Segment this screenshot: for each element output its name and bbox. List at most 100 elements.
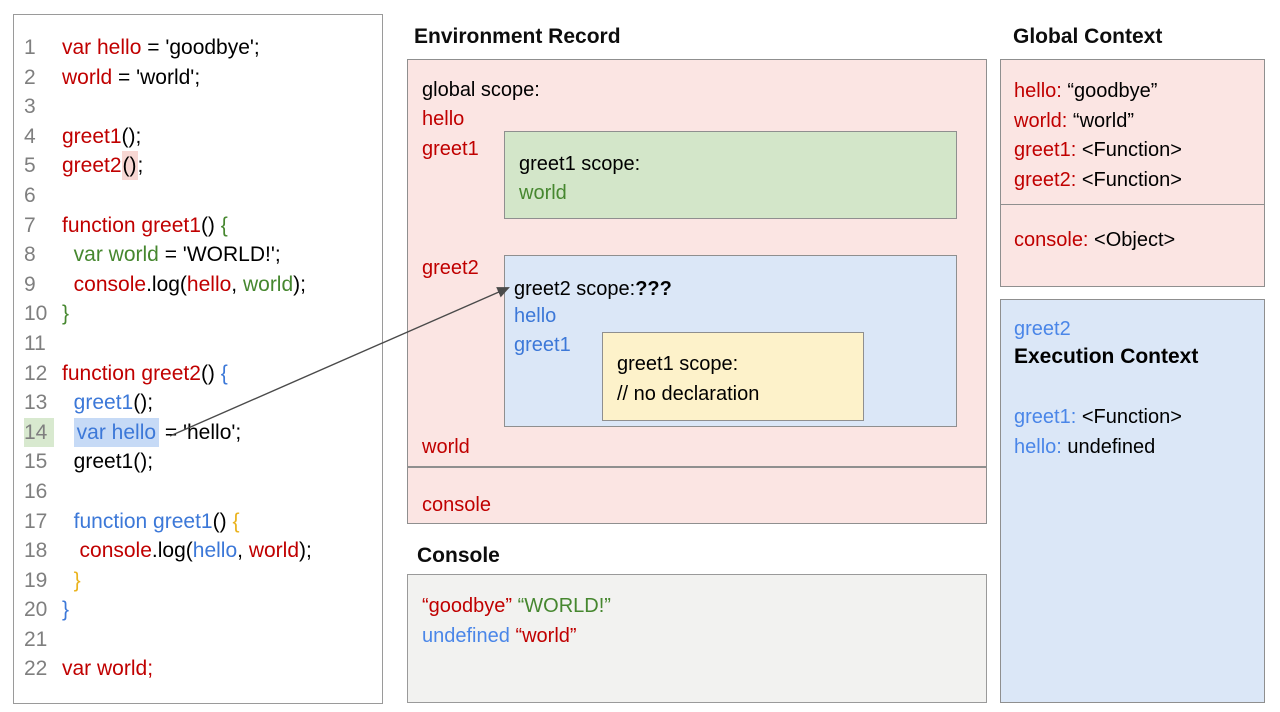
text-segment: world <box>242 272 294 296</box>
code-text: } <box>62 302 69 325</box>
text-segment: <Function> <box>1076 168 1182 191</box>
code-text: function greet1() { <box>62 214 228 237</box>
text-segment: } <box>62 598 70 622</box>
global-context-entry: hello: “goodbye” <box>1014 77 1264 107</box>
execution-context-entry: hello: undefined <box>1014 433 1182 463</box>
line-number: 13 <box>24 391 48 415</box>
text-segment: world <box>248 539 299 563</box>
execution-context-box: greet2 Execution Context greet1: <Functi… <box>1000 299 1265 703</box>
code-text: var world = 'WORLD!'; <box>62 243 281 266</box>
text-segment: = 'WORLD!'; <box>158 243 281 267</box>
greet2-scope-label: greet2 scope:??? <box>514 278 672 301</box>
env-var-greet2: greet2 <box>422 257 479 279</box>
line-number: 15 <box>24 450 48 474</box>
line-number: 16 <box>24 479 48 503</box>
text-segment: undefined <box>422 625 510 647</box>
text-segment <box>62 510 74 533</box>
greet2-scope-unknown: ??? <box>635 278 672 300</box>
code-text: console.log(hello, world); <box>62 539 312 562</box>
env-var-greet1: greet1 <box>422 138 479 160</box>
text-segment: .log( <box>151 539 193 563</box>
code-line: 19 } <box>24 566 382 596</box>
execution-context-fn-name: greet2 <box>1014 318 1071 340</box>
text-segment: “world” <box>515 625 577 647</box>
code-line: 17 function greet1() { <box>24 507 382 537</box>
text-segment: world <box>62 65 113 89</box>
inner-greet1-scope-box: greet1 scope: // no declaration <box>602 332 864 421</box>
text-segment: world: <box>1014 109 1068 132</box>
global-context-title: Global Context <box>1013 25 1163 48</box>
code-line: 6 <box>24 181 382 211</box>
global-scope-label: global scope: <box>422 79 540 101</box>
text-segment: <Function> <box>1076 139 1182 161</box>
text-segment: ); <box>293 272 306 296</box>
global-context-entry: world: “world” <box>1014 107 1264 137</box>
global-context-entries: hello: “goodbye”world: “world”greet1: <F… <box>1001 60 1264 195</box>
line-number: 3 <box>24 95 36 119</box>
text-segment: “goodbye” <box>1061 80 1158 102</box>
text-segment: “goodbye” <box>422 595 513 617</box>
line-number: 14 <box>24 417 54 448</box>
line-number: 9 <box>24 272 36 296</box>
text-segment: var hello <box>62 36 142 59</box>
code-text: greet1(); <box>62 391 153 414</box>
code-text: function greet1() { <box>62 509 240 533</box>
code-text: console.log(hello, world); <box>62 273 306 296</box>
inner-greet1-scope-comment: // no declaration <box>617 383 760 405</box>
text-segment: greet1 <box>73 391 134 415</box>
text-segment <box>62 273 74 296</box>
execution-context-title: Execution Context <box>1014 345 1199 368</box>
env-var-hello: hello <box>422 108 465 130</box>
global-context-entry: greet2: <Function> <box>1014 166 1264 196</box>
text-segment: “world” <box>1067 109 1135 132</box>
text-segment: () <box>200 361 221 385</box>
execution-context-entry: greet1: <Function> <box>1014 403 1182 433</box>
line-number: 4 <box>24 124 36 148</box>
greet2-scope-box: greet2 scope:??? hello greet1 greet1 sco… <box>504 255 957 427</box>
greet2-scope-var-hello: hello <box>514 305 557 327</box>
env-var-world: world <box>422 436 470 458</box>
text-segment: var world; <box>62 657 154 681</box>
line-number: 18 <box>24 539 48 563</box>
console-output-line: “goodbye” “WORLD!” <box>422 591 986 621</box>
text-segment: <Object> <box>1088 229 1176 251</box>
text-segment: (); <box>133 391 154 415</box>
code-line: 8 var world = 'WORLD!'; <box>24 240 382 270</box>
text-segment: , <box>237 539 249 563</box>
text-segment: greet1 <box>62 124 122 148</box>
env-var-console: console <box>422 494 491 516</box>
console-output-lines: “goodbye” “WORLD!”undefined “world” <box>408 575 986 651</box>
code-text: } <box>62 598 69 621</box>
text-segment: () <box>212 509 233 533</box>
text-segment: greet2 <box>62 154 122 178</box>
environment-record-title: Environment Record <box>414 25 621 48</box>
text-segment: = 'hello'; <box>159 420 242 444</box>
console-output-box: “goodbye” “WORLD!”undefined “world” <box>407 574 987 703</box>
text-segment: (); <box>121 124 142 148</box>
text-segment: hello: <box>1014 80 1062 102</box>
code-text: } <box>62 569 81 592</box>
text-segment: console: <box>1014 229 1089 251</box>
greet1-scope-box: greet1 scope: world <box>504 131 957 219</box>
text-segment: ); <box>299 539 312 563</box>
greet1-scope-label: greet1 scope: <box>519 153 641 175</box>
global-context-console-box: console: <Object> <box>1000 204 1265 287</box>
text-segment: “WORLD!” <box>517 595 611 617</box>
text-segment: { <box>232 509 240 533</box>
code-text: greet2(); <box>62 151 143 181</box>
line-number: 20 <box>24 598 48 622</box>
global-context-entry: greet1: <Function> <box>1014 136 1264 166</box>
text-segment <box>62 243 74 266</box>
text-segment: hello: <box>1014 435 1062 458</box>
code-text: var hello = 'goodbye'; <box>62 36 260 59</box>
line-number: 1 <box>24 36 36 59</box>
text-segment: = 'world'; <box>112 65 201 89</box>
text-segment <box>62 391 74 414</box>
text-segment: } <box>62 302 70 326</box>
console-output-line: undefined “world” <box>422 621 986 651</box>
line-number: 8 <box>24 243 36 267</box>
